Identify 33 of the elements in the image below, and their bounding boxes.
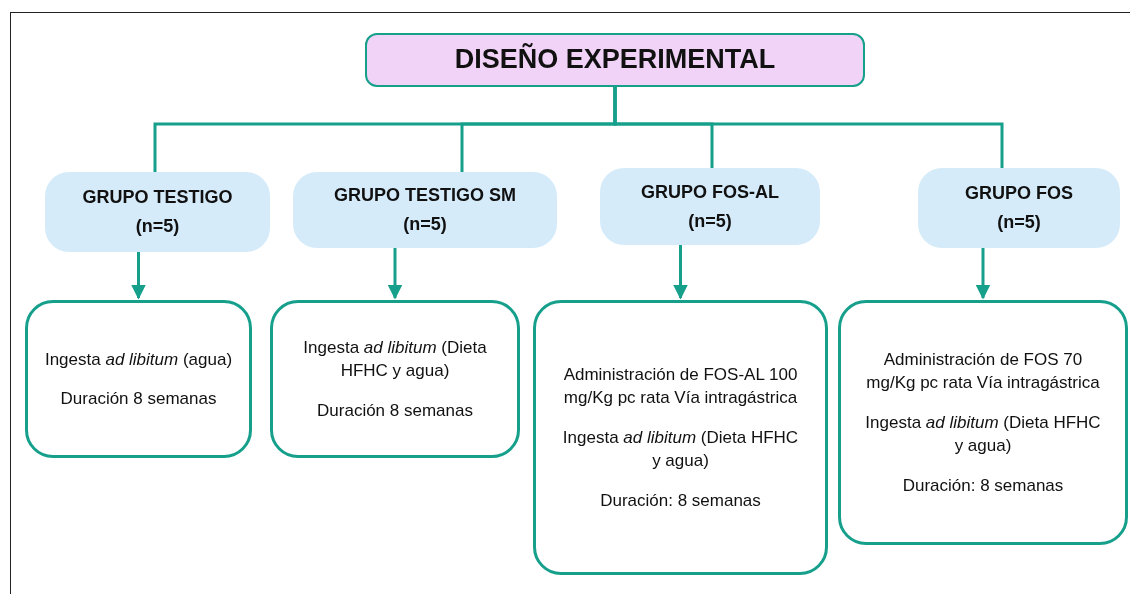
- description-text: Duración: 8 semanas: [600, 489, 761, 512]
- sample-size: (n=5): [688, 209, 732, 233]
- sample-size: (n=5): [135, 215, 180, 238]
- sample-size: (n=5): [403, 213, 447, 236]
- group-name: GRUPO TESTIGO: [82, 186, 233, 210]
- group-box: [600, 168, 820, 245]
- description-text: Ingesta ad libitum (agua): [44, 348, 233, 371]
- group-box: [45, 172, 270, 252]
- arrow: [387, 248, 403, 300]
- arrow: [131, 252, 146, 300]
- group-name: GRUPO FOS-AL: [641, 180, 779, 204]
- sample-size: (n=5): [997, 211, 1041, 234]
- description-box: [838, 300, 1128, 545]
- group-name: GRUPO TESTIGO SM: [334, 184, 516, 208]
- connector-line: [613, 87, 1004, 168]
- group-name: GRUPO FOS: [965, 182, 1073, 206]
- description-text: Duración 8 semanas: [317, 399, 473, 422]
- description-text: Ingesta ad libitum (Dieta HFHC y agua): [864, 411, 1102, 458]
- title-text: DISEÑO EXPERIMENTAL: [454, 42, 776, 77]
- arrow: [975, 248, 991, 300]
- arrow: [673, 245, 688, 300]
- description-text: Duración: 8 semanas: [902, 474, 1064, 497]
- description-box: [270, 300, 520, 458]
- description-box: [533, 300, 828, 575]
- group-box: [918, 168, 1120, 248]
- description-text: Administración de FOS-AL 100 mg/Kg pc rata Vía intragástrica: [562, 364, 799, 410]
- description-text: Ingesta ad libitum (Dieta HFHC y agua): [302, 336, 488, 383]
- title-box: [365, 33, 865, 87]
- description-text: Ingesta ad libitum (Dieta HFHC y agua): [561, 426, 800, 473]
- description-text: Administración de FOS 70 mg/Kg pc rata Vía intragástrica: [865, 349, 1101, 395]
- group-box: [293, 172, 557, 248]
- description-box: [25, 300, 252, 458]
- description-text: Duración 8 semanas: [60, 388, 217, 410]
